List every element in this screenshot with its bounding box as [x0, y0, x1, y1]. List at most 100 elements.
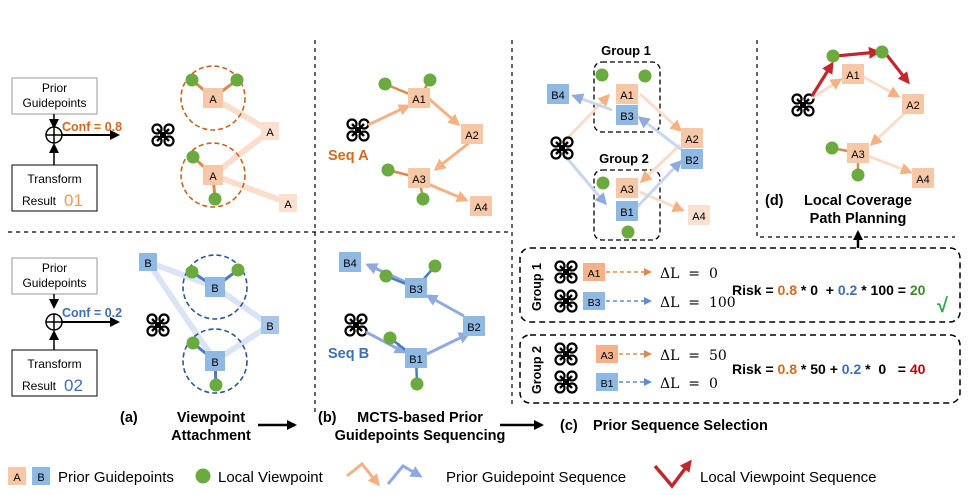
drone-icon	[151, 123, 175, 147]
svg-text:A4: A4	[916, 174, 929, 186]
node-b	[139, 253, 157, 271]
svg-text:ΔL = 50: ΔL = 50	[660, 348, 727, 364]
prior-label-line1: Prior	[42, 261, 67, 275]
svg-text:(d): (d)	[765, 193, 784, 209]
legend-red-sequence-icon	[653, 459, 692, 489]
node-b	[205, 351, 225, 371]
drone-icon	[554, 342, 578, 366]
legend-local-sequence: Local Viewpoint Sequence	[700, 469, 877, 486]
caption-a: (a) Viewpoint Attachment	[120, 410, 297, 444]
node-a2	[902, 94, 924, 114]
panel-b-top: A1 A2 A3 A4 Seq A	[328, 73, 492, 216]
svg-text:A: A	[284, 199, 292, 211]
legend-blue-sequence-icon	[386, 464, 423, 485]
legend: A B Prior Guidepoints Local Viewpoint Pr…	[8, 459, 877, 489]
svg-text:B4: B4	[551, 90, 564, 102]
svg-text:A3: A3	[851, 149, 864, 161]
drone-icon	[146, 313, 170, 337]
svg-text:B3: B3	[620, 111, 633, 123]
svg-text:Guidepoints Sequencing: Guidepoints Sequencing	[335, 428, 506, 444]
node-b1	[596, 373, 618, 391]
svg-text:A4: A4	[692, 211, 705, 223]
risk-box-group1: Group 1 A1 ΔL = 0 B3 ΔL = 100 Risk = 0.8…	[519, 247, 961, 323]
node-a1	[616, 84, 638, 104]
svg-text:Prior Sequence Selection: Prior Sequence Selection	[593, 418, 768, 434]
check-icon: √	[937, 295, 949, 317]
svg-text:A: A	[13, 472, 21, 484]
svg-text:B2: B2	[685, 155, 698, 167]
node-b1	[616, 201, 638, 221]
node-b2	[681, 149, 703, 169]
svg-text:A: A	[209, 171, 217, 183]
result-number: 02	[64, 376, 83, 395]
svg-text:A1: A1	[588, 268, 601, 280]
svg-text:B1: B1	[620, 207, 633, 219]
svg-text:Path Planning: Path Planning	[810, 211, 907, 227]
node-a3	[408, 168, 430, 188]
svg-text:Group 1: Group 1	[530, 263, 544, 311]
node-a1	[583, 263, 605, 281]
svg-text:A3: A3	[412, 174, 425, 186]
node-a2	[681, 128, 703, 148]
legend-prior-sequence: Prior Guidepoint Sequence	[446, 469, 626, 486]
group1-title: Group 1	[601, 43, 651, 58]
svg-text:B: B	[144, 258, 151, 270]
drone-icon	[554, 260, 578, 284]
node-a1	[842, 64, 864, 84]
panel-d: A1 A2 A3 A4 (d) Local Coverage Path Plan…	[765, 45, 934, 248]
legend-orange-sequence-icon	[346, 461, 380, 487]
svg-text:B3: B3	[588, 297, 601, 309]
seq-label: Seq B	[328, 346, 369, 362]
svg-text:B2: B2	[467, 322, 480, 334]
prior-label-line2: Guidepoints	[22, 96, 86, 110]
svg-text:A1: A1	[412, 94, 425, 106]
drone-icon	[554, 289, 578, 313]
svg-text:ΔL = 0: ΔL = 0	[660, 266, 718, 282]
node-b	[261, 316, 279, 334]
seq-label: Seq A	[328, 148, 369, 164]
panel-a-bottom: Prior Guidepoints Conf = 0.2 Transform R…	[11, 253, 279, 397]
drone-icon	[550, 136, 574, 160]
svg-text:A2: A2	[685, 134, 698, 146]
svg-text:Attachment: Attachment	[171, 428, 251, 444]
svg-text:ΔL = 0: ΔL = 0	[660, 376, 718, 392]
svg-text:A: A	[209, 94, 217, 106]
svg-text:A3: A3	[601, 350, 614, 362]
node-a2	[461, 124, 483, 144]
risk-formula: Risk = 0.8 * 0 + 0.2 * 100 = 20	[732, 282, 926, 298]
conf-label: Conf = 0.8	[62, 120, 122, 134]
risk-box-group2: Group 2 A3 ΔL = 50 B1 ΔL = 0 Risk = 0.8 …	[519, 334, 961, 404]
caption-b: (b) MCTS-based Prior Guidepoints Sequenc…	[318, 410, 544, 444]
svg-text:ΔL = 100: ΔL = 100	[660, 295, 736, 311]
node-b4	[339, 252, 361, 272]
drone-icon	[346, 118, 370, 142]
node-a	[203, 88, 223, 108]
group2-title: Group 2	[599, 151, 649, 166]
svg-text:A2: A2	[465, 130, 478, 142]
node-a3	[596, 345, 618, 363]
svg-text:B: B	[266, 321, 273, 333]
node-a4	[688, 205, 710, 225]
svg-text:B3: B3	[409, 284, 422, 296]
svg-text:B: B	[211, 283, 218, 295]
node-b3	[616, 105, 638, 125]
drone-icon	[554, 370, 578, 394]
svg-text:A1: A1	[846, 70, 859, 82]
separators	[8, 40, 955, 415]
svg-text:MCTS-based Prior: MCTS-based Prior	[357, 410, 483, 426]
svg-text:Group 2: Group 2	[530, 346, 544, 394]
svg-text:A1: A1	[620, 90, 633, 102]
svg-text:(c): (c)	[560, 418, 578, 434]
node-a4	[470, 196, 492, 216]
node-b4	[547, 84, 569, 104]
risk-formula: Risk = 0.8 * 50 + 0.2 * 0 = 40	[732, 361, 926, 377]
node-b	[205, 277, 225, 297]
legend-node-a	[8, 467, 26, 485]
result-number: 01	[64, 191, 83, 210]
drone-icon	[344, 313, 368, 337]
svg-text:Viewpoint: Viewpoint	[177, 410, 245, 426]
node-a	[261, 122, 279, 140]
svg-text:(a): (a)	[120, 410, 138, 426]
node-a3	[616, 178, 638, 198]
svg-text:Local Coverage: Local Coverage	[804, 193, 912, 209]
